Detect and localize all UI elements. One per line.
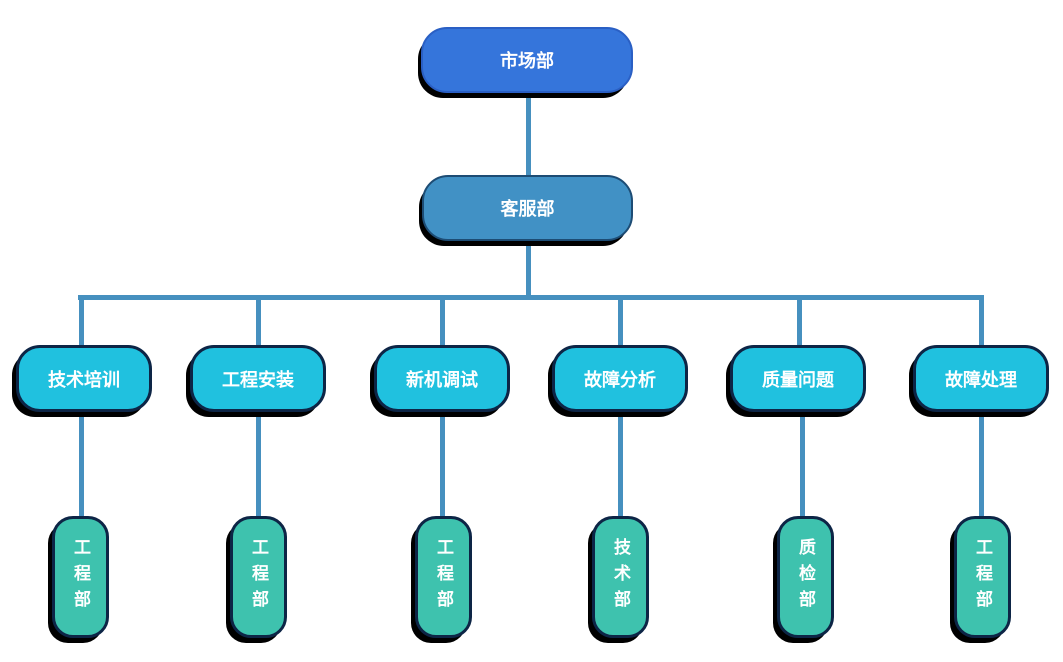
connector-horizontal-bus bbox=[78, 295, 984, 300]
node-label: 质量问题 bbox=[762, 369, 834, 390]
connector-branch-6-to-child bbox=[979, 411, 984, 518]
node-new-machine-debug: 新机调试 bbox=[374, 345, 510, 412]
node-label: 技术部 bbox=[611, 538, 630, 616]
node-fault-analysis: 故障分析 bbox=[552, 345, 688, 412]
node-label: 工程部 bbox=[71, 538, 90, 616]
node-engineering-dept-3: 工程部 bbox=[415, 516, 472, 638]
node-marketing-dept: 市场部 bbox=[421, 27, 633, 93]
node-label: 客服部 bbox=[500, 199, 555, 219]
connector-bus-to-branch-5 bbox=[797, 297, 802, 347]
connector-bus-to-branch-1 bbox=[79, 297, 84, 347]
node-quality-issue: 质量问题 bbox=[730, 345, 866, 412]
connector-bus-to-branch-3 bbox=[440, 297, 445, 347]
connector-bus-to-branch-4 bbox=[618, 297, 623, 347]
connector-branch-1-to-child bbox=[79, 411, 84, 518]
node-engineering-dept-4: 工程部 bbox=[954, 516, 1011, 638]
connector-branch-3-to-child bbox=[440, 411, 445, 518]
node-customer-service-dept: 客服部 bbox=[422, 175, 633, 241]
node-label: 质检部 bbox=[796, 538, 815, 616]
node-quality-inspection-dept: 质检部 bbox=[777, 516, 834, 638]
connector-level2-to-bus bbox=[526, 241, 531, 297]
node-label: 故障处理 bbox=[945, 369, 1017, 390]
node-label: 工程部 bbox=[973, 538, 992, 616]
connector-root-to-level2 bbox=[526, 93, 531, 177]
connector-branch-5-to-child bbox=[800, 411, 805, 518]
node-tech-training: 技术培训 bbox=[16, 345, 152, 412]
node-label: 技术培训 bbox=[48, 369, 120, 390]
connector-branch-4-to-child bbox=[618, 411, 623, 518]
node-engineering-dept-2: 工程部 bbox=[230, 516, 287, 638]
node-label: 故障分析 bbox=[584, 369, 656, 390]
connector-bus-to-branch-2 bbox=[256, 297, 261, 347]
node-label: 工程部 bbox=[434, 538, 453, 616]
node-fault-handling: 故障处理 bbox=[913, 345, 1049, 412]
node-engineering-dept-1: 工程部 bbox=[52, 516, 109, 638]
node-label: 工程部 bbox=[249, 538, 268, 616]
node-engineering-install: 工程安装 bbox=[190, 345, 326, 412]
node-technical-dept: 技术部 bbox=[592, 516, 649, 638]
connector-branch-2-to-child bbox=[256, 411, 261, 518]
node-label: 市场部 bbox=[500, 51, 554, 71]
node-label: 工程安装 bbox=[222, 369, 294, 390]
connector-bus-to-branch-6 bbox=[979, 297, 984, 347]
node-label: 新机调试 bbox=[406, 369, 478, 390]
